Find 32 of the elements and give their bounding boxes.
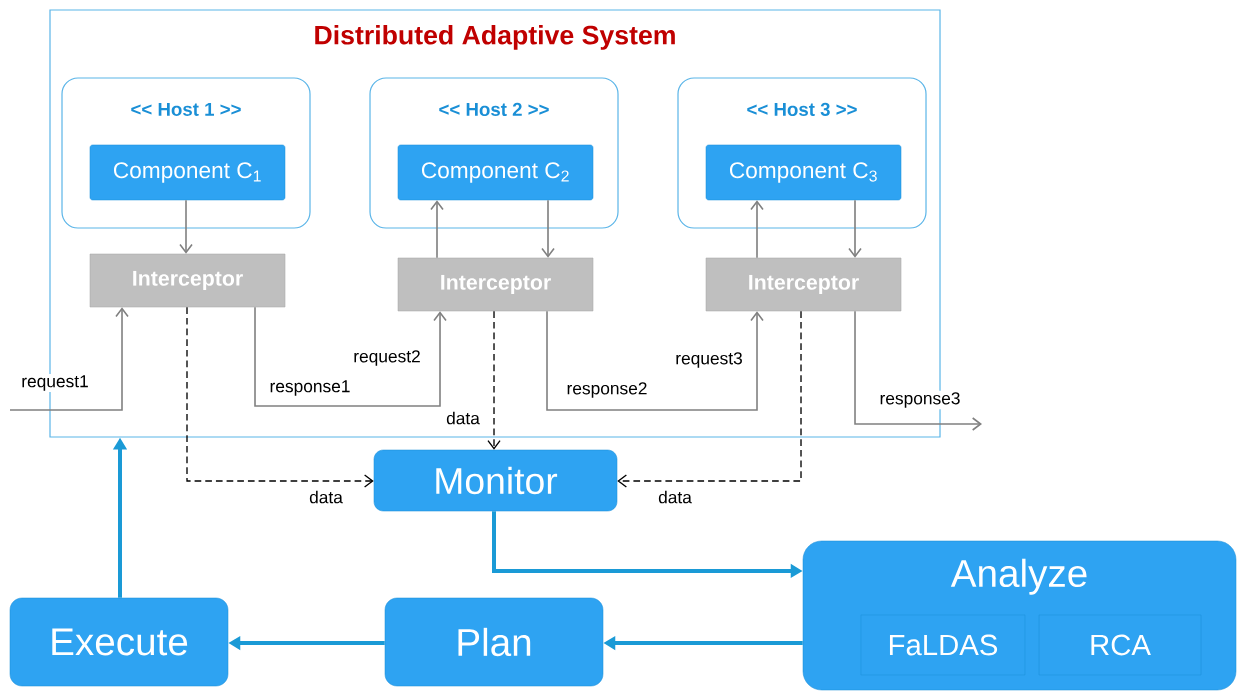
- arrow: [854, 310, 982, 431]
- edge-label: data: [307, 489, 345, 505]
- arrow: [541, 199, 555, 258]
- arrow: [430, 200, 444, 259]
- edge-label: response3: [878, 390, 962, 410]
- request-label: request2: [351, 348, 423, 368]
- edge-label: request1: [19, 373, 91, 393]
- edge-label: data: [656, 489, 694, 505]
- edge-label: response2: [565, 380, 649, 400]
- interceptor-box: Interceptor: [397, 257, 594, 312]
- monitor-box: Monitor: [373, 449, 618, 512]
- phase-box: Execute: [9, 597, 229, 687]
- edge-label: response1: [268, 378, 352, 398]
- algorithm-box: FaLDAS: [860, 614, 1026, 676]
- algorithm-box: RCA: [1038, 614, 1202, 676]
- phase-box: Plan: [384, 597, 604, 687]
- arrow: [546, 310, 764, 411]
- interceptor-box: Interceptor: [89, 253, 286, 308]
- request-label: request3: [673, 350, 745, 370]
- component-box: Component C$_{3}$: [705, 144, 902, 201]
- dashed-arrow: [487, 310, 501, 450]
- component-box: Component C$_{2}$: [397, 144, 594, 201]
- dashed-arrow: [617, 310, 802, 488]
- dashed-arrow: [186, 306, 374, 488]
- edge-label: data: [444, 410, 482, 426]
- component-box: Component C$_{1}$: [89, 144, 286, 201]
- interceptor-box: Interceptor: [705, 257, 902, 312]
- arrow: [9, 307, 129, 411]
- arrow: [848, 199, 862, 258]
- arrow: [750, 200, 764, 259]
- arrow: [254, 306, 447, 407]
- arrow: [179, 199, 193, 254]
